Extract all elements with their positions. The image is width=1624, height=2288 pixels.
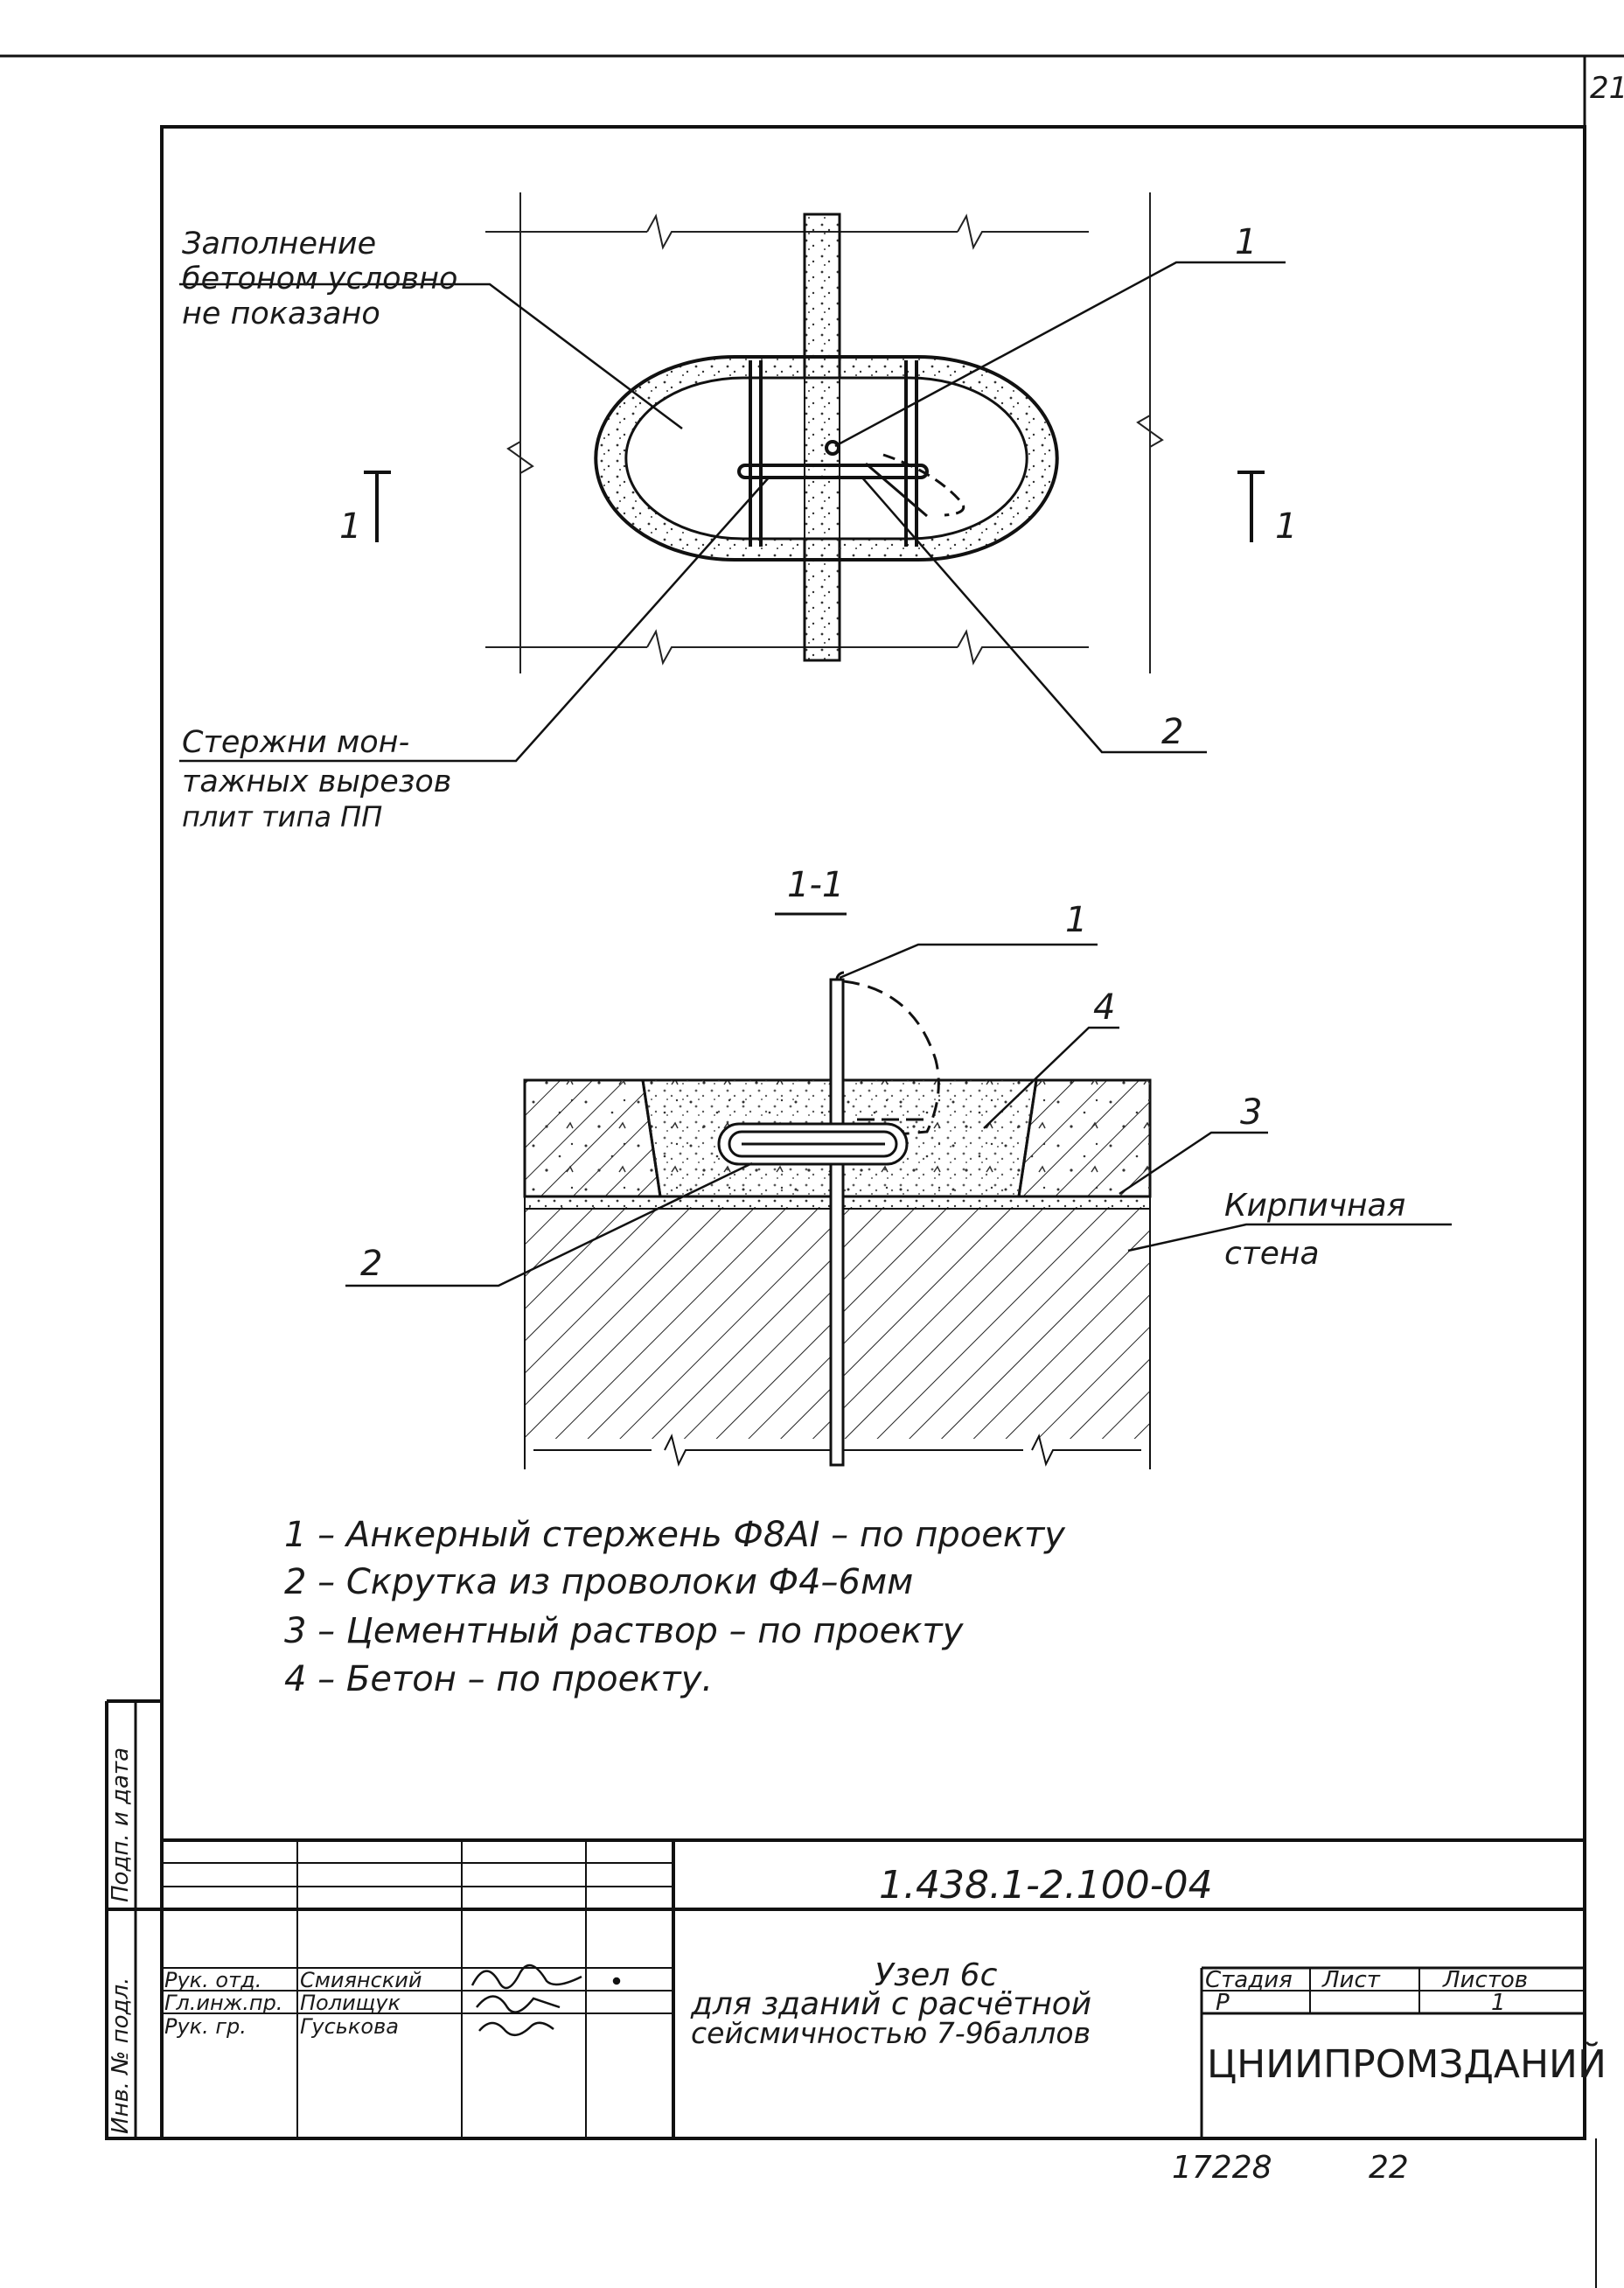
legend: 1 – Анкерный стержень Ф8АI – по проекту … xyxy=(284,1515,1066,1699)
callout-fill-line-3: не показано xyxy=(182,296,380,331)
callout-rods-line-2: тажных вырезов xyxy=(182,764,451,799)
plan-view: 1 1 1 2 Заполнение бетоном условно не по… xyxy=(179,192,1297,834)
signer-name-1: Смиянский xyxy=(300,1968,422,1992)
section-view: 1-1 xyxy=(345,865,1452,1469)
section-mark-2: 2 xyxy=(360,1244,382,1284)
signer-name-3: Гуськова xyxy=(300,2014,399,2039)
signer-name-2: Полищук xyxy=(300,1991,401,2015)
plan-oval-recess xyxy=(594,355,1059,562)
sheets-value: 1 xyxy=(1491,1990,1506,2016)
sheet-frame xyxy=(0,54,1624,2288)
title-line-3: сейсмичностью 7-9баллов xyxy=(691,2016,1091,2050)
section-title: 1-1 xyxy=(787,865,844,905)
section-mark-left: 1 xyxy=(339,506,361,547)
wall-label-line-2: стена xyxy=(1224,1236,1320,1272)
title-line-2: для зданий с расчётной xyxy=(690,1986,1091,2022)
legend-item-1: 1 – Анкерный стержень Ф8АI – по проекту xyxy=(284,1515,1066,1555)
plan-mounting-rods xyxy=(749,360,918,547)
stage-header: Стадия xyxy=(1205,1967,1293,1993)
title-line-1: Узел 6с xyxy=(875,1957,998,1993)
title-block xyxy=(162,1838,1585,2138)
legend-item-2: 2 – Скрутка из проволоки Ф4–6мм xyxy=(284,1562,913,1602)
callout-fill-line-2: бетоном условно xyxy=(182,262,457,296)
section-cut-marks xyxy=(364,471,1265,542)
plan-extent-lines xyxy=(485,192,1164,673)
page-number: 21 xyxy=(1590,71,1624,106)
side-stamp-inventory: Инв. № подл. xyxy=(108,1978,134,2134)
callout-rods-line-3: плит типа ПП xyxy=(182,800,382,834)
legend-item-4: 4 – Бетон – по проекту. xyxy=(284,1659,713,1699)
organization-name: ЦНИИПРОМЗДАНИЙ xyxy=(1207,2040,1607,2087)
section-mark-3: 3 xyxy=(1240,1092,1262,1133)
section-mark-1: 1 xyxy=(1065,900,1087,940)
signer-role-2: Гл.инж.пр. xyxy=(164,1991,282,2015)
signer-role-1: Рук. отд. xyxy=(164,1968,261,1992)
stage-value: Р xyxy=(1216,1990,1230,2016)
bottom-number-right: 22 xyxy=(1369,2150,1409,2186)
side-stamp-signature: Подп. и дата xyxy=(108,1747,134,1902)
callout-rods-line-1: Стержни мон- xyxy=(182,725,409,760)
sheet-header: Лист xyxy=(1321,1967,1381,1993)
document-code: 1.438.1-2.100-04 xyxy=(879,1863,1213,1908)
side-stamp: Инв. № подл. Подп. и дата xyxy=(108,1701,137,2138)
anchor-rod xyxy=(829,971,940,1467)
wall-label-line-1: Кирпичная xyxy=(1224,1188,1405,1224)
section-leader-lines xyxy=(345,943,1452,1287)
section-mark-4: 4 xyxy=(1093,987,1115,1028)
section-mark-right: 1 xyxy=(1275,506,1297,547)
section-wire-twist xyxy=(717,1122,909,1166)
callout-fill-line-1: Заполнение xyxy=(182,227,376,262)
plan-mark-1: 1 xyxy=(1235,222,1257,262)
plan-mark-2: 2 xyxy=(1161,712,1183,752)
handwritten-signatures xyxy=(470,1964,621,2037)
sheets-header: Листов xyxy=(1442,1967,1528,1993)
plan-leader-lines xyxy=(179,261,1286,763)
bottom-number-left: 17228 xyxy=(1172,2150,1272,2186)
legend-item-3: 3 – Цементный раствор – по проекту xyxy=(284,1611,965,1651)
signer-role-3: Рук. гр. xyxy=(164,2014,247,2039)
plan-wire-twist xyxy=(737,440,965,518)
